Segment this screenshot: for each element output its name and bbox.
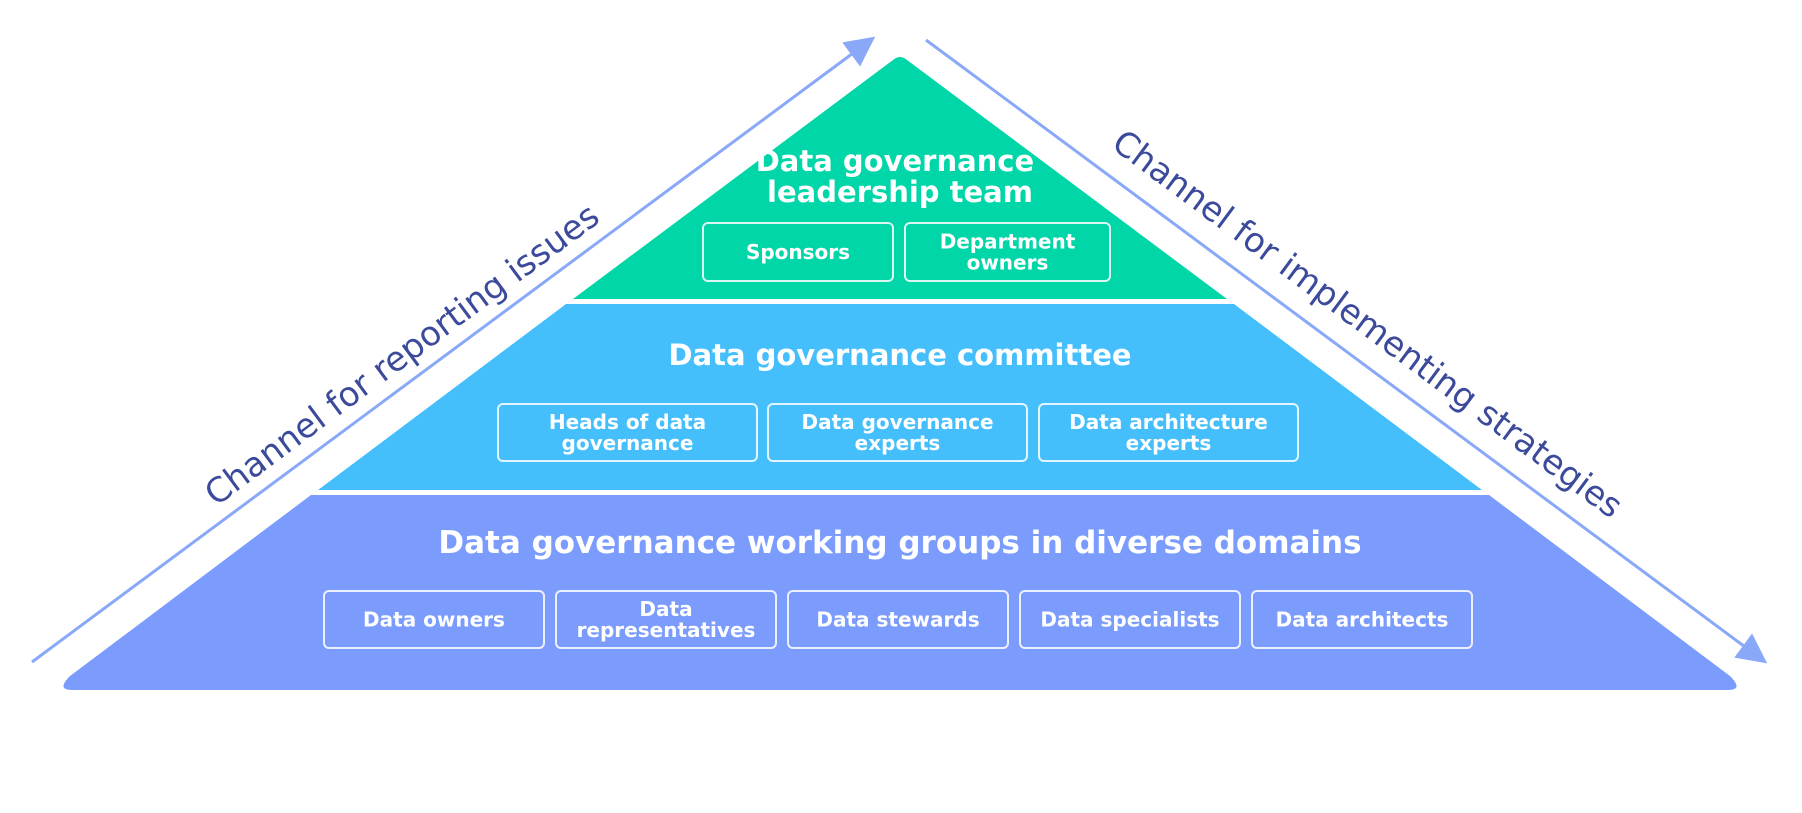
role-box-label: representatives	[577, 618, 756, 642]
role-box-label: Data architects	[1276, 608, 1449, 632]
right-channel-arrow	[925, 38, 1768, 664]
tier-top-shape	[573, 57, 1227, 299]
role-box-border	[904, 222, 1111, 282]
role-box-border	[702, 222, 894, 282]
role-box-data-stewards: Data stewards	[787, 590, 1009, 649]
role-box-data-specialists: Data specialists	[1019, 590, 1241, 649]
role-box-label: governance	[562, 431, 694, 455]
tier-top-title-line-1: Data governance	[756, 144, 1034, 178]
role-box-label: Data	[639, 597, 692, 621]
role-box-data-owners: Data owners	[323, 590, 545, 649]
role-box-border	[1251, 590, 1473, 649]
role-box-label: Data architecture	[1069, 410, 1268, 434]
role-box-label: experts	[855, 431, 941, 455]
role-box-label: owners	[967, 251, 1049, 275]
role-box-label: Data owners	[363, 608, 505, 632]
role-box-border	[555, 590, 777, 649]
role-box-border	[323, 590, 545, 649]
role-box-border	[1038, 403, 1299, 462]
role-box-data-architects: Data architects	[1251, 590, 1473, 649]
tier-middle-shape	[318, 304, 1482, 490]
role-box-label: Heads of data	[549, 410, 706, 434]
left-channel-arrow	[31, 36, 876, 664]
role-box-sponsors: Sponsors	[702, 222, 894, 282]
tier-bottom-title: Data governance working groups in divers…	[438, 525, 1361, 561]
role-box-border	[497, 403, 758, 462]
role-box-label: Department	[940, 230, 1076, 254]
role-box-label: Data specialists	[1040, 608, 1219, 632]
role-box-border	[767, 403, 1028, 462]
role-box-label: Data stewards	[816, 608, 979, 632]
role-box-border	[1019, 590, 1241, 649]
tier-top-title-line-2: leadership team	[767, 175, 1033, 209]
tier-middle-title: Data governance committee	[668, 338, 1131, 372]
role-box-label: Data governance	[801, 410, 993, 434]
tier-bottom-shape	[63, 495, 1737, 690]
tier-bottom-title-line-1: Data governance working groups in divers…	[438, 525, 1361, 561]
tier-top-title: Data governance leadership team	[756, 144, 1045, 209]
tier-middle-title-line-1: Data governance committee	[668, 338, 1131, 372]
role-box-border	[787, 590, 1009, 649]
role-box-label: Sponsors	[746, 240, 850, 264]
role-box-label: experts	[1126, 431, 1212, 455]
